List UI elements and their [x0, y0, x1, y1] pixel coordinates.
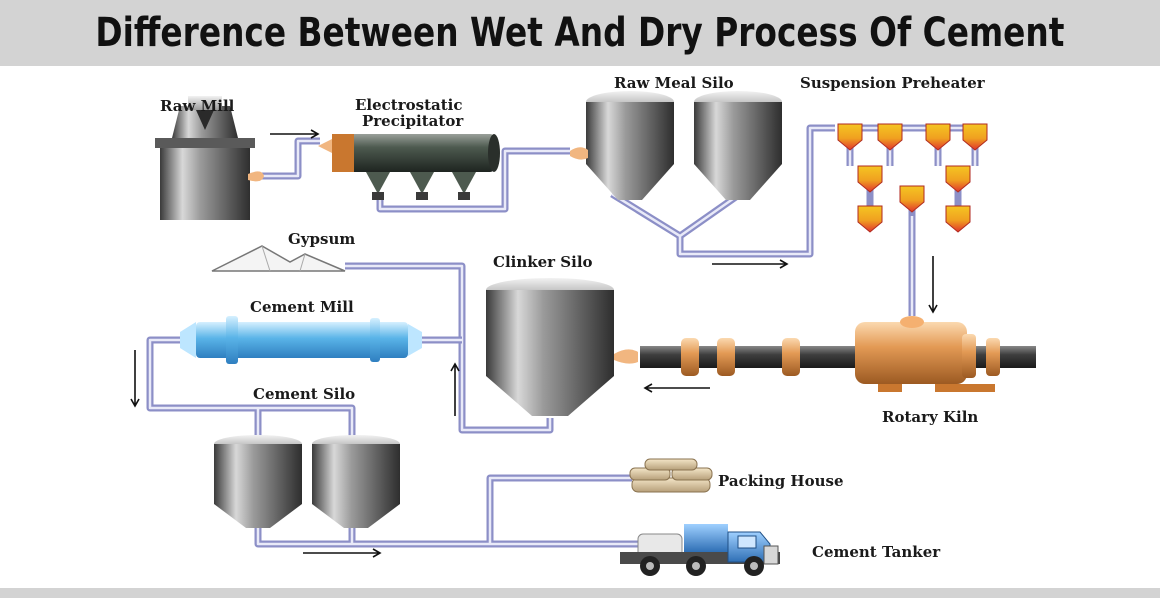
- clinker-silo: [486, 278, 638, 416]
- electrostatic-precipitator: [318, 134, 500, 200]
- flow-arrows: [130, 129, 938, 558]
- gypsum-label: Gypsum: [288, 230, 355, 248]
- raw-meal-silo: [570, 91, 782, 200]
- raw-meal-silo-label: Raw Meal Silo: [614, 74, 734, 92]
- packing-house-label: Packing House: [718, 472, 844, 490]
- rotary-kiln-label: Rotary Kiln: [882, 408, 978, 426]
- cement-tanker-label: Cement Tanker: [812, 543, 941, 561]
- raw-mill: [155, 96, 264, 220]
- page-title: Difference Between Wet And Dry Process O…: [95, 10, 1065, 56]
- esp-label-line1: Electrostatic: [355, 96, 463, 114]
- clinker-silo-label: Clinker Silo: [493, 253, 593, 271]
- cement-mill: [180, 316, 422, 364]
- cement-silo-label: Cement Silo: [253, 385, 355, 403]
- cement-mill-label: Cement Mill: [250, 298, 354, 316]
- pipe-network: [146, 124, 916, 548]
- footer-bar: [0, 588, 1160, 598]
- rotary-kiln: [640, 316, 1036, 392]
- esp-label-line2: Precipitator: [362, 112, 464, 130]
- packing-house: [629, 458, 713, 493]
- suspension-preheater: [837, 123, 988, 233]
- cement-tanker: [620, 524, 780, 576]
- gypsum-pile: [211, 245, 346, 272]
- suspension-preheater-label: Suspension Preheater: [800, 74, 986, 92]
- cement-process-diagram: Raw Mill Electrostatic Precipitator Raw …: [130, 74, 1036, 576]
- cement-silo: [214, 435, 400, 528]
- title-banner: Difference Between Wet And Dry Process O…: [0, 0, 1160, 66]
- raw-mill-label: Raw Mill: [160, 97, 235, 115]
